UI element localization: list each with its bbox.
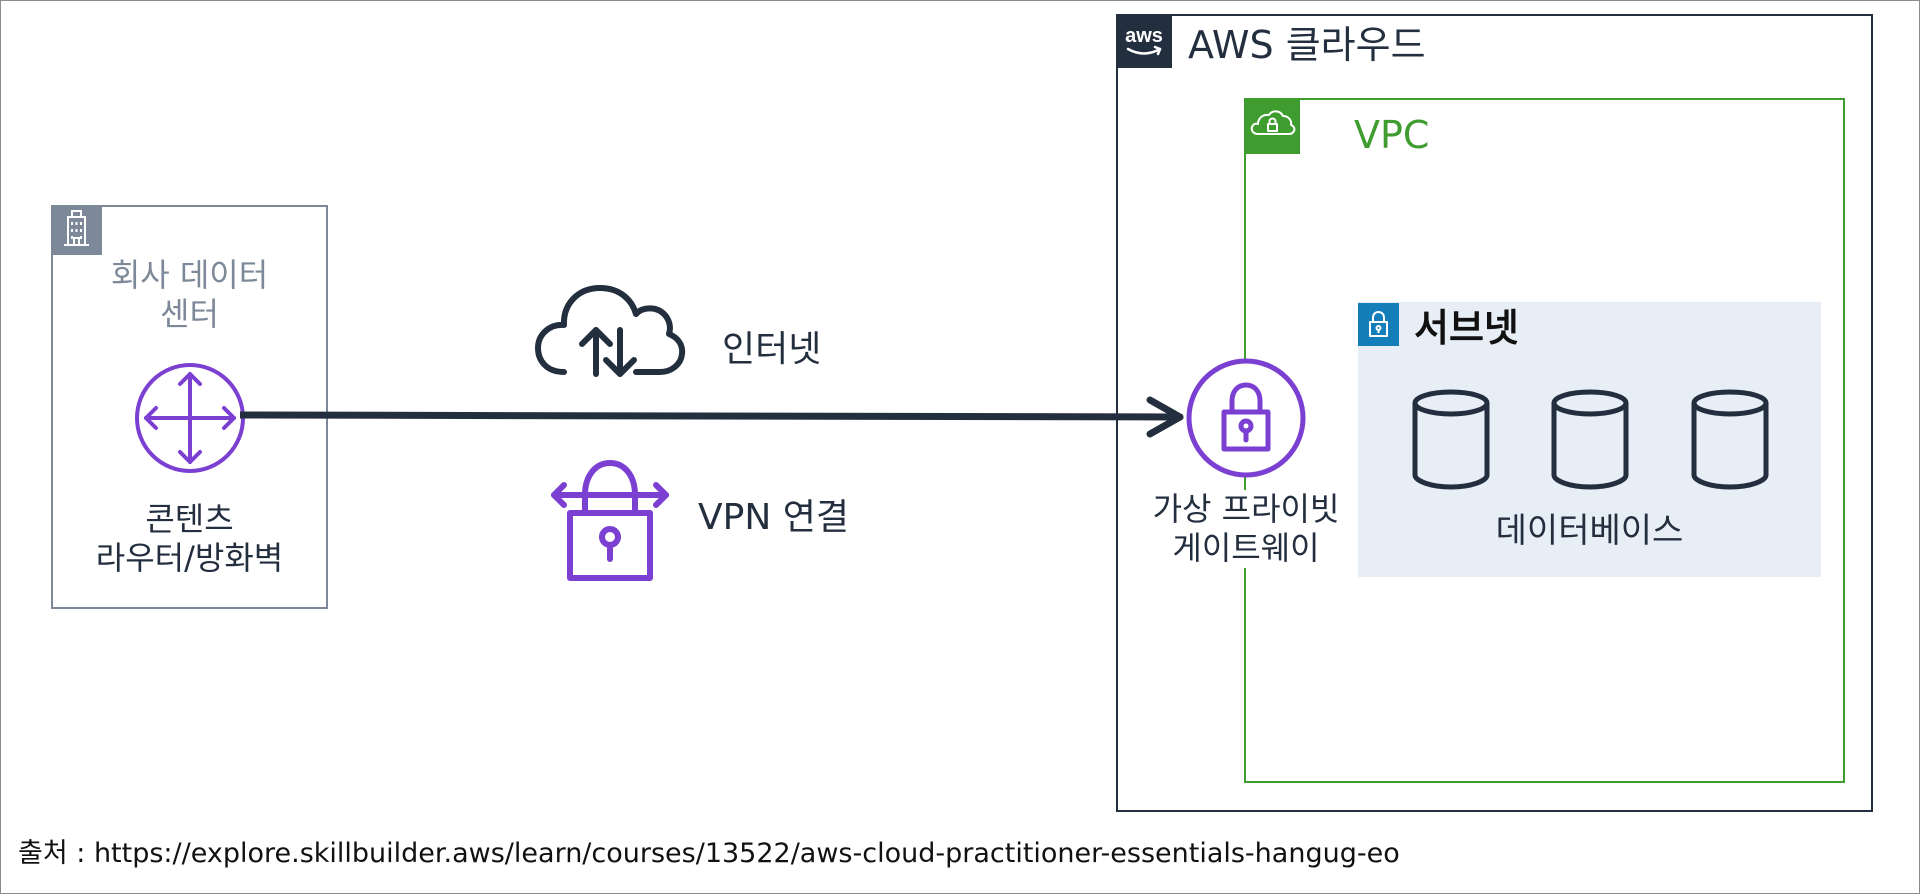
gateway-label-line2: 게이트웨이 — [1172, 529, 1320, 567]
router-icon — [135, 363, 245, 473]
vpn-lock-icon — [551, 460, 669, 581]
connection-arrow — [240, 396, 1184, 438]
virtual-private-gateway-icon — [1186, 358, 1306, 478]
router-firewall-label: 콘텐츠 라우터/방화벽 — [51, 500, 328, 578]
gateway-label-line1: 가상 프라이빗 — [1152, 490, 1340, 528]
database-icon — [1412, 389, 1490, 490]
aws-cloud-label: AWS 클라우드 — [1188, 23, 1426, 67]
router-label-line1: 콘텐츠 — [145, 500, 234, 538]
subnet-lock-icon — [1358, 303, 1399, 346]
cloud-upload-download-icon — [535, 285, 686, 377]
subnet-group — [1358, 302, 1821, 577]
office-building-icon — [51, 205, 102, 255]
router-label-line2: 라우터/방화벽 — [95, 539, 284, 577]
corporate-data-center-group — [51, 205, 328, 609]
source-citation: 출처 : https://explore.skillbuilder.aws/le… — [18, 838, 1400, 869]
vpn-connection-label: VPN 연결 — [698, 497, 849, 538]
aws-cloud-group — [1116, 14, 1873, 812]
aws-logo-text: aws — [1125, 25, 1163, 47]
corporate-label-line2: 센터 — [160, 295, 219, 333]
corporate-label-line1: 회사 데이터 — [110, 256, 269, 294]
aws-logo-icon: aws — [1116, 14, 1172, 68]
cloud-lock-icon — [1244, 98, 1300, 154]
corporate-data-center-label: 회사 데이터 센터 — [51, 256, 328, 334]
database-label: 데이터베이스 — [1495, 511, 1684, 551]
database-icon — [1551, 389, 1629, 490]
subnet-label: 서브넷 — [1414, 306, 1519, 350]
database-icon — [1691, 389, 1769, 490]
virtual-private-gateway-label: 가상 프라이빗 게이트웨이 — [1136, 490, 1356, 568]
internet-label: 인터넷 — [722, 329, 822, 370]
vpc-label: VPC — [1354, 113, 1430, 157]
